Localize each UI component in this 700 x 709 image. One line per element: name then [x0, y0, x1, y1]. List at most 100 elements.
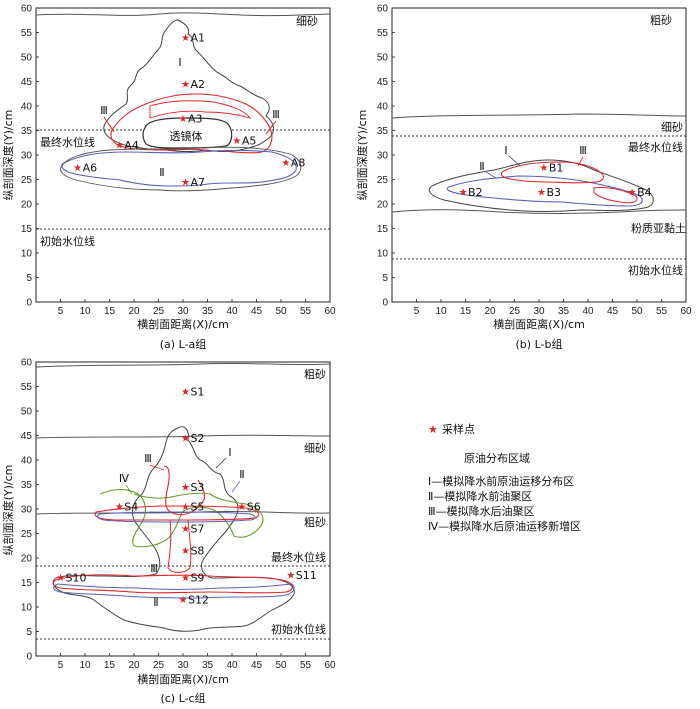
panel-a-region-II [61, 149, 297, 187]
panel-b-ytick-label: 50 [377, 53, 389, 64]
panel-b-xtick-label: 60 [680, 306, 692, 317]
panel-b-ytick-label: 10 [377, 249, 389, 260]
sample-point-label: B2 [468, 186, 483, 199]
panel-b-region-label-II: Ⅱ [479, 161, 484, 173]
panel-c-region-label-IV: Ⅳ [119, 473, 130, 485]
panel-b-final-water-label: 最终水位线 [628, 140, 683, 154]
sample-point-label: A2 [190, 78, 205, 91]
panel-b-region-label-III: Ⅲ [579, 145, 587, 157]
sample-point-label: B3 [546, 186, 561, 199]
panel-b-ytick-label: 25 [377, 175, 389, 186]
panel-a-region-label-I: Ⅰ [178, 57, 181, 69]
panel-b-frame [391, 7, 687, 303]
panel-c-layer-label-coarse1: 粗砂 [304, 368, 326, 381]
sample-point-star-icon: ★ [56, 573, 65, 584]
panel-c-region-label-I: Ⅰ [228, 447, 231, 459]
panel-b-leader-II [485, 171, 497, 179]
panel-c-ytick-label: 35 [21, 480, 33, 491]
sample-point-label: S1 [190, 385, 204, 398]
panel-a-final-water-label: 最终水位线 [40, 135, 95, 149]
panel-c-region-IV [99, 488, 264, 548]
panel-b-ytick-label: 35 [377, 126, 389, 137]
panel-c-layer-label-coarse2: 粗砂 [304, 516, 326, 529]
panel-b-ytick-label: 55 [377, 28, 389, 39]
panel-c-xtick-label: 15 [104, 660, 116, 671]
sample-point-label: A8 [291, 156, 306, 169]
panel-a-xtick-label: 30 [177, 306, 189, 317]
panel-a-ylabel: 纵剖面深度(Y)/cm [1, 110, 15, 201]
legend-sample-label: 采样点 [442, 422, 475, 436]
sample-point-star-icon: ★ [181, 33, 190, 44]
panel-c-ytick-label: 40 [21, 456, 33, 467]
panel-b-xtick-label: 5 [414, 306, 420, 317]
sample-point-label: A5 [242, 134, 257, 147]
sample-point-star-icon: ★ [179, 595, 188, 606]
legend: ★ 采样点 原油分布区域 Ⅰ—模拟降水前原油运移分布区 Ⅱ—模拟降水前油聚区 Ⅲ… [428, 422, 581, 533]
panel-c-layer-boundary-mid [35, 434, 331, 439]
panel-c-leader-III-top [149, 464, 165, 471]
panel-a-ytick-label: 0 [26, 298, 32, 309]
panel-a-lens-label: 透镜体 [170, 129, 203, 143]
panel-a-ytick-label: 25 [21, 175, 33, 186]
sample-point-label: S2 [190, 432, 204, 445]
panel-a-ytick-label: 10 [21, 249, 33, 260]
sample-point-label: S12 [188, 594, 209, 607]
panel-a-ytick-label: 15 [21, 224, 33, 235]
panel-b-ytick-label: 40 [377, 102, 389, 113]
panel-c-ylabel: 纵剖面深度(Y)/cm [1, 465, 15, 556]
sample-point-star-icon: ★ [181, 79, 190, 90]
panel-b-caption: (b) L-b组 [516, 337, 563, 351]
panel-c-leader-IV [125, 484, 133, 495]
panel-c-region-I [52, 426, 295, 632]
panel-a-ytick-label: 50 [21, 53, 33, 64]
panel-c-leader-II-top [231, 480, 241, 493]
panel-c-xtick-label: 5 [58, 660, 64, 671]
sample-point-star-icon: ★ [628, 187, 637, 198]
panel-b-layer-boundary-bottom [391, 209, 687, 214]
panel-c-ytick-label: 50 [21, 407, 33, 418]
panel-c-caption: (c) L-c组 [160, 691, 205, 705]
panel-a-ytick-label: 20 [21, 200, 33, 211]
panel-c-ytick-label: 25 [21, 529, 33, 540]
panel-c-region-label-II-low: Ⅱ [153, 597, 158, 609]
panel-c-region-III-upper [163, 465, 206, 516]
panel-c-xtick-label: 50 [275, 660, 287, 671]
legend-item-3: Ⅲ—模拟降水后油聚区 [428, 504, 535, 518]
panel-c-region-label-III-top: Ⅲ [144, 453, 152, 465]
legend-item-1: Ⅰ—模拟降水前原油运移分布区 [428, 474, 574, 488]
panel-a-ytick-label: 55 [21, 28, 33, 39]
panel-b-region-II [446, 175, 643, 207]
panel-b-xtick-label: 10 [435, 306, 447, 317]
panel-c-xtick-label: 60 [324, 660, 336, 671]
sample-point-label: B4 [637, 186, 652, 199]
sample-point-label: S9 [190, 572, 204, 585]
panel-b-xlabel: 横剖面距离(X)/cm [493, 317, 585, 331]
panel-c-ytick-label: 15 [21, 578, 33, 589]
panel-c-region-label-III-low: Ⅲ [150, 563, 158, 575]
panel-a-ytick-label: 40 [21, 102, 33, 113]
legend-item-4: Ⅳ—模拟降水后原油运移新增区 [428, 519, 581, 533]
sample-point-label: A1 [190, 31, 205, 44]
panel-b-ytick-label: 20 [377, 200, 389, 211]
sample-point-label: S4 [124, 501, 138, 514]
panel-a-leader-III-left [103, 116, 115, 133]
panel-b-ytick-label: 15 [377, 224, 389, 235]
legend-item-2: Ⅱ—模拟降水前油聚区 [428, 489, 532, 503]
panel-b-layer-label-coarse: 粗砂 [650, 14, 672, 27]
sample-point-label: B1 [549, 161, 564, 174]
panel-b-xtick-label: 25 [509, 306, 521, 317]
sample-point-star-icon: ★ [281, 158, 290, 169]
panel-c-ytick-label: 45 [21, 431, 33, 442]
panel-b-layer-label-silt: 粉质亚黏土 [631, 221, 686, 235]
panel-a-ytick-label: 35 [21, 126, 33, 137]
panel-a-leader-III-right [265, 120, 277, 135]
sample-point-star-icon: ★ [181, 387, 190, 398]
panel-b-layer-boundary-top [391, 113, 687, 119]
panel-c-ytick-label: 55 [21, 382, 33, 393]
panel-b-ytick-label: 45 [377, 77, 389, 88]
panel-b-ytick-label: 5 [382, 273, 388, 284]
panel-b-region-III-right [593, 187, 638, 204]
panel-a-region-label-III-right: Ⅲ [272, 109, 280, 121]
